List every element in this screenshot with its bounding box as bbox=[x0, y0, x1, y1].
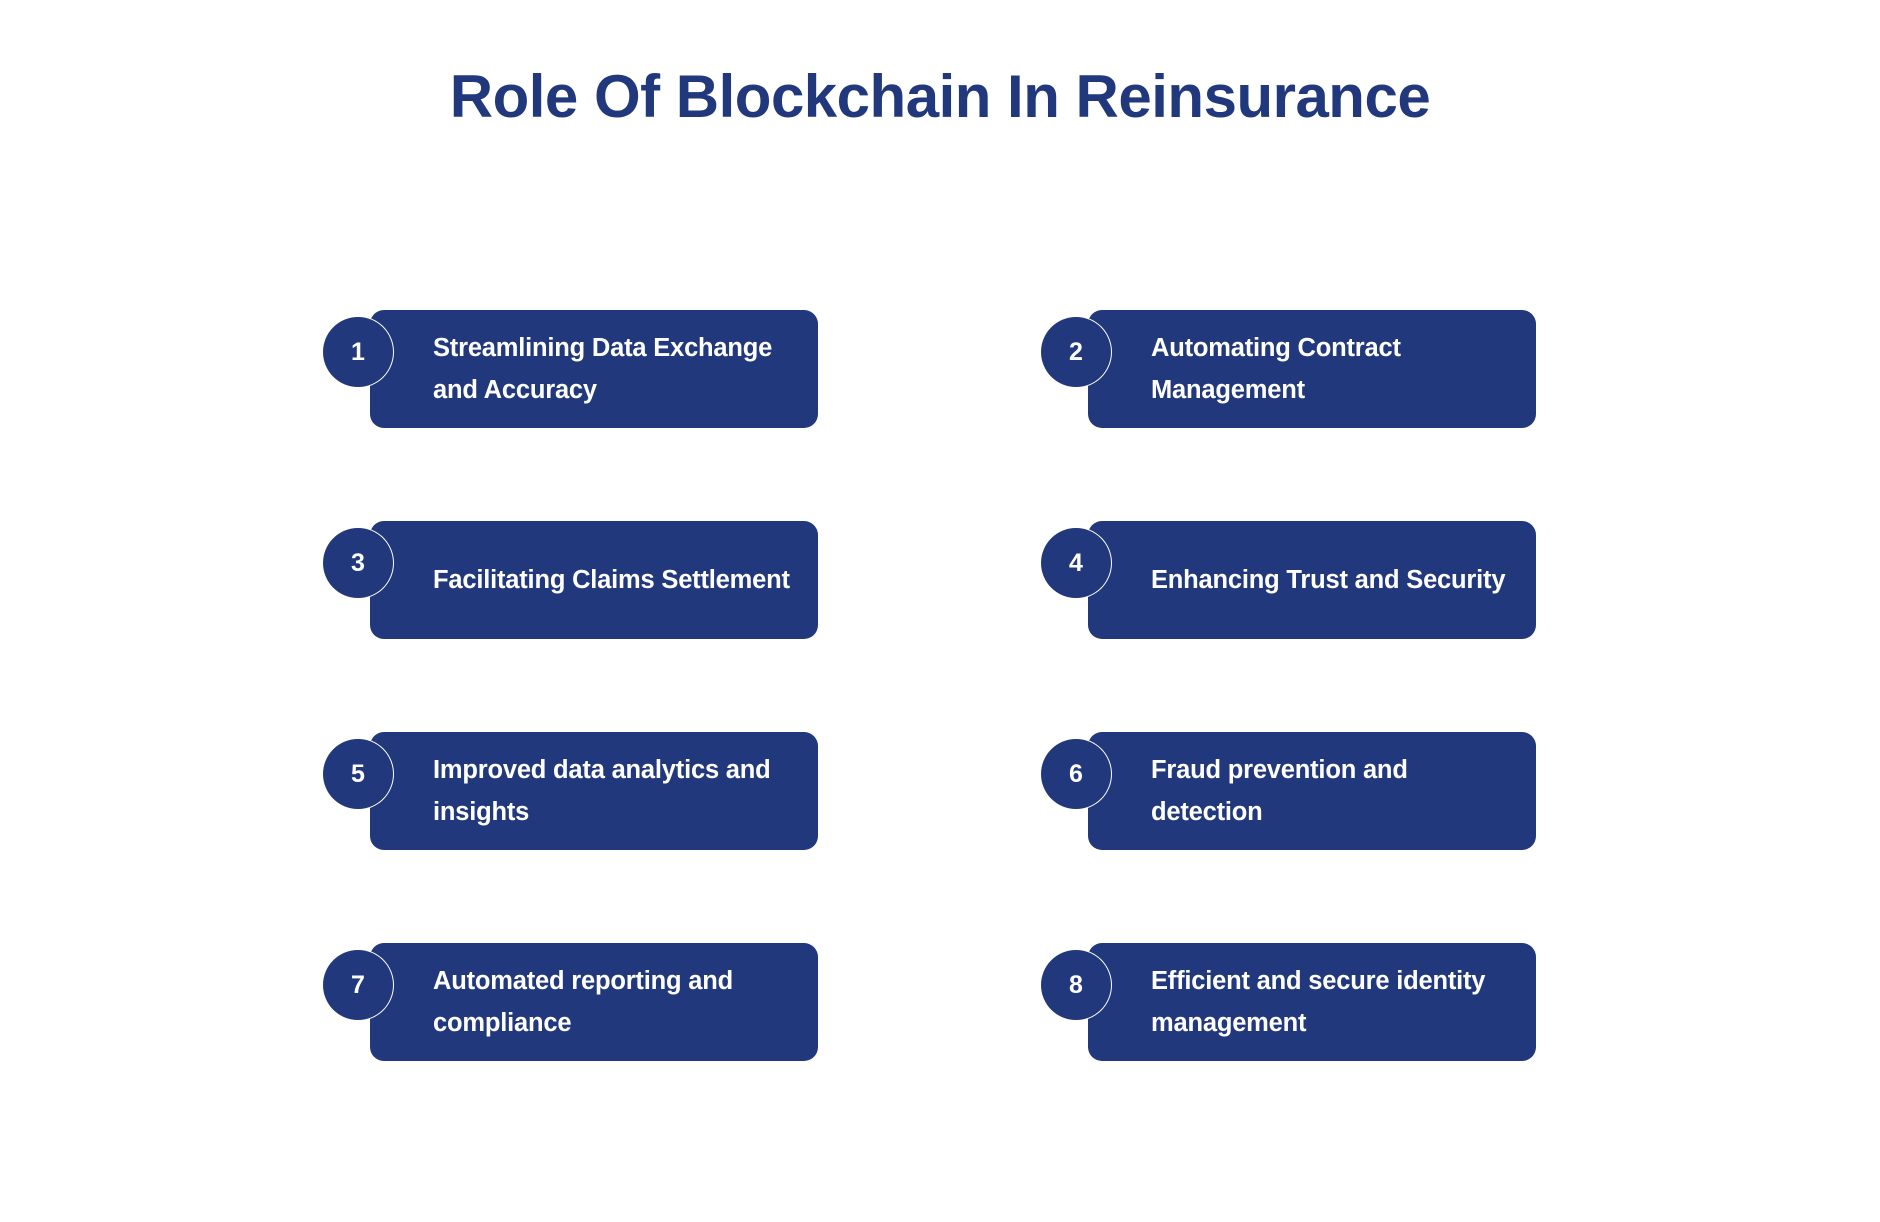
card-body: Efficient and secure identity management bbox=[1088, 943, 1536, 1061]
card-label: Automated reporting and compliance bbox=[433, 967, 733, 1037]
card-body: Streamlining Data Exchange and Accuracy bbox=[370, 310, 818, 428]
card-body: Automated reporting and compliance bbox=[370, 943, 818, 1061]
card-label: Enhancing Trust and Security bbox=[1151, 566, 1506, 594]
card-body: Improved data analytics and insights bbox=[370, 732, 818, 850]
card-body: Facilitating Claims Settlement bbox=[370, 521, 818, 639]
list-item[interactable]: Improved data analytics and insights 5 bbox=[322, 732, 818, 850]
card-label: Facilitating Claims Settlement bbox=[433, 566, 790, 594]
card-label: Fraud prevention and detection bbox=[1151, 756, 1408, 826]
number-badge: 8 bbox=[1041, 950, 1111, 1020]
number-badge: 4 bbox=[1041, 528, 1111, 598]
card-label: Automating Contract Management bbox=[1151, 334, 1401, 404]
number-badge: 7 bbox=[323, 950, 393, 1020]
number-badge: 6 bbox=[1041, 739, 1111, 809]
card-body: Enhancing Trust and Security bbox=[1088, 521, 1536, 639]
list-item[interactable]: Automated reporting and compliance 7 bbox=[322, 943, 818, 1061]
number-badge: 2 bbox=[1041, 317, 1111, 387]
card-body: Automating Contract Management bbox=[1088, 310, 1536, 428]
list-item[interactable]: Automating Contract Management 2 bbox=[1040, 310, 1536, 428]
list-item[interactable]: Fraud prevention and detection 6 bbox=[1040, 732, 1536, 850]
number-badge: 5 bbox=[323, 739, 393, 809]
page-title: Role Of Blockchain In Reinsurance bbox=[449, 63, 1431, 130]
list-item[interactable]: Streamlining Data Exchange and Accuracy … bbox=[322, 310, 818, 428]
card-body: Fraud prevention and detection bbox=[1088, 732, 1536, 850]
number-badge: 1 bbox=[323, 317, 393, 387]
number-badge: 3 bbox=[323, 528, 393, 598]
card-label: Streamlining Data Exchange and Accuracy bbox=[433, 334, 773, 404]
card-label: Improved data analytics and insights bbox=[433, 756, 771, 826]
card-label: Efficient and secure identity management bbox=[1151, 967, 1486, 1037]
list-item[interactable]: Facilitating Claims Settlement 3 bbox=[322, 521, 818, 639]
list-item[interactable]: Enhancing Trust and Security 4 bbox=[1040, 521, 1536, 639]
list-item[interactable]: Efficient and secure identity management… bbox=[1040, 943, 1536, 1061]
items-grid: Streamlining Data Exchange and Accuracy … bbox=[322, 310, 1584, 1061]
